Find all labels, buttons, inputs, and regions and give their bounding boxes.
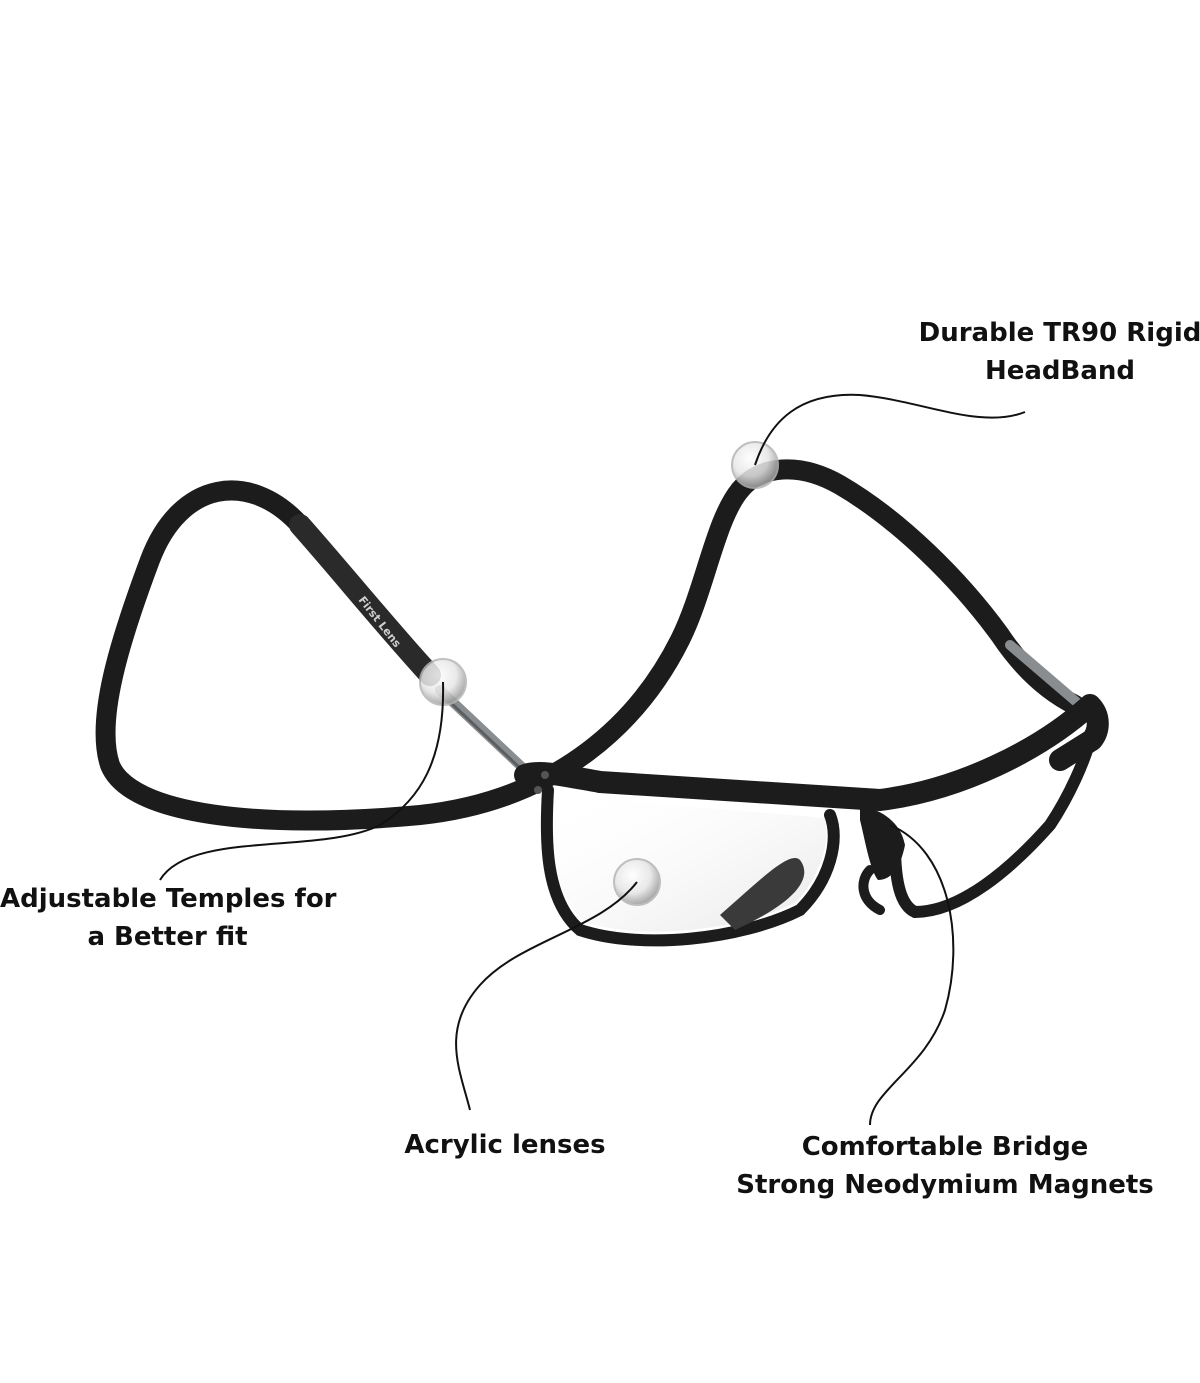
right-hinge	[1005, 640, 1085, 710]
headband-leader-line	[754, 393, 1026, 466]
left-lens-rim	[540, 784, 840, 947]
nose-pad	[720, 858, 805, 930]
left-headband-loop	[95, 480, 750, 831]
bridge-leader-line	[869, 824, 955, 1126]
right-headband	[730, 459, 1085, 715]
callout-bridge: Comfortable Bridge Strong Neodymium Magn…	[735, 1128, 1155, 1204]
callout-headband: Durable TR90 Rigid HeadBand	[915, 314, 1200, 390]
callout-headband-line2: HeadBand	[984, 356, 1136, 386]
callout-lenses-line1: Acrylic lenses	[404, 1130, 606, 1160]
frame-brow	[514, 694, 1109, 811]
callout-temples-line1: Adjustable Temples for	[0, 884, 337, 914]
callout-headband-line1: Durable TR90 Rigid	[918, 318, 1200, 348]
callout-temples: Adjustable Temples for a Better fit	[0, 880, 337, 956]
left-hinge	[435, 685, 530, 775]
callout-bridge-line2: Strong Neodymium Magnets	[736, 1170, 1154, 1200]
lenses-leader-line	[455, 881, 638, 1111]
right-lens-rim	[889, 734, 1096, 919]
temples-leader-line	[159, 681, 445, 881]
callout-bridge-line1: Comfortable Bridge	[801, 1132, 1089, 1162]
callout-lenses: Acrylic lenses	[400, 1126, 610, 1164]
left-temple-arm	[289, 514, 441, 686]
callout-temples-line2: a Better fit	[87, 922, 248, 952]
